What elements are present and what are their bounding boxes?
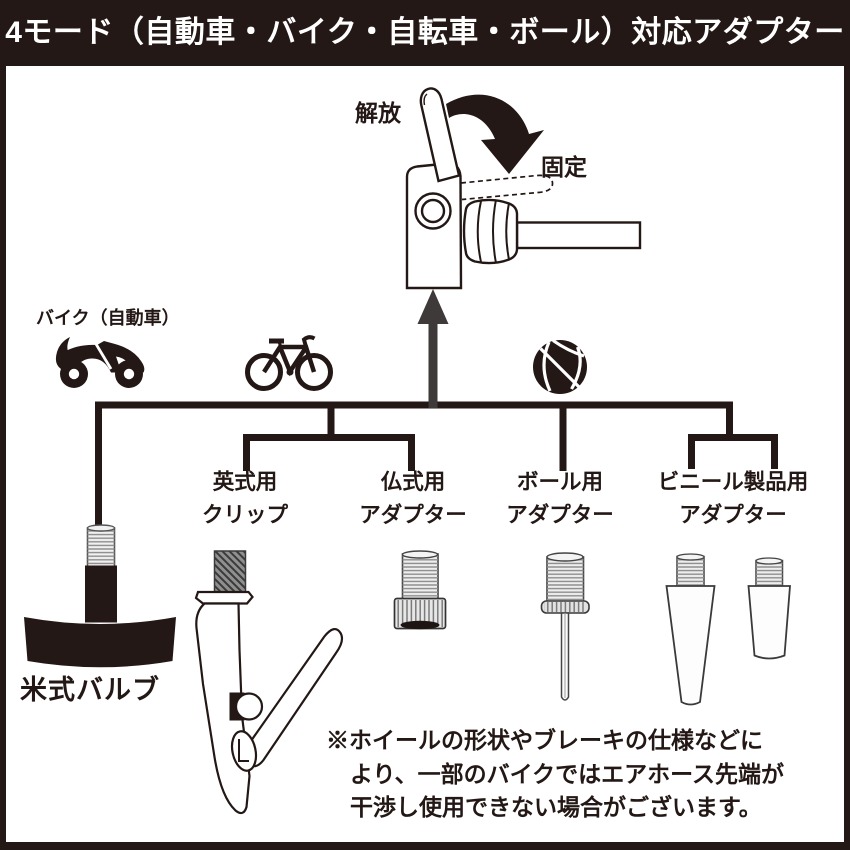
english-clip-label: 英式用 クリップ: [201, 470, 288, 527]
motorcycle-mode-label: バイク（自動車）: [36, 308, 180, 328]
schrader-valve-label: 米式バルブ: [20, 675, 160, 705]
presta-adapter-illustration: [393, 550, 447, 630]
vinyl-adapter-long-illustration: [665, 553, 716, 706]
fix-label: 固定: [541, 154, 587, 180]
basketball-icon: [533, 339, 587, 394]
title-banner: 4モード（自動車・バイク・自転車・ボール）対応アダプター: [0, 0, 850, 66]
connection-tree: [95, 401, 778, 528]
air-hose: [515, 221, 642, 250]
ball-adapter-label: ボール用 アダプター: [506, 470, 614, 527]
fixed-lever-ghost: [460, 174, 554, 201]
ball-adapter-illustration: [540, 552, 590, 701]
release-label: 解放: [355, 100, 401, 126]
up-arrow: [417, 289, 449, 408]
clip-illustration: [194, 550, 344, 815]
rotate-arrow: [446, 94, 544, 174]
motorcycle-icon: [55, 337, 145, 388]
vinyl-adapter-label: ビニール製品用 アダプター: [657, 470, 809, 527]
french-adapter-label: 仏式用 アダプター: [359, 470, 467, 527]
footnote-text: ※ホイールの形状やブレーキの仕様などに より、一部のバイクではエアホース先端が …: [326, 727, 785, 820]
schrader-valve-illustration: [24, 524, 176, 668]
bicycle-icon: [245, 335, 333, 391]
release-lever: [419, 87, 461, 183]
pump-head-illustration: [405, 87, 642, 290]
vinyl-adapter-short-illustration: [747, 557, 791, 660]
